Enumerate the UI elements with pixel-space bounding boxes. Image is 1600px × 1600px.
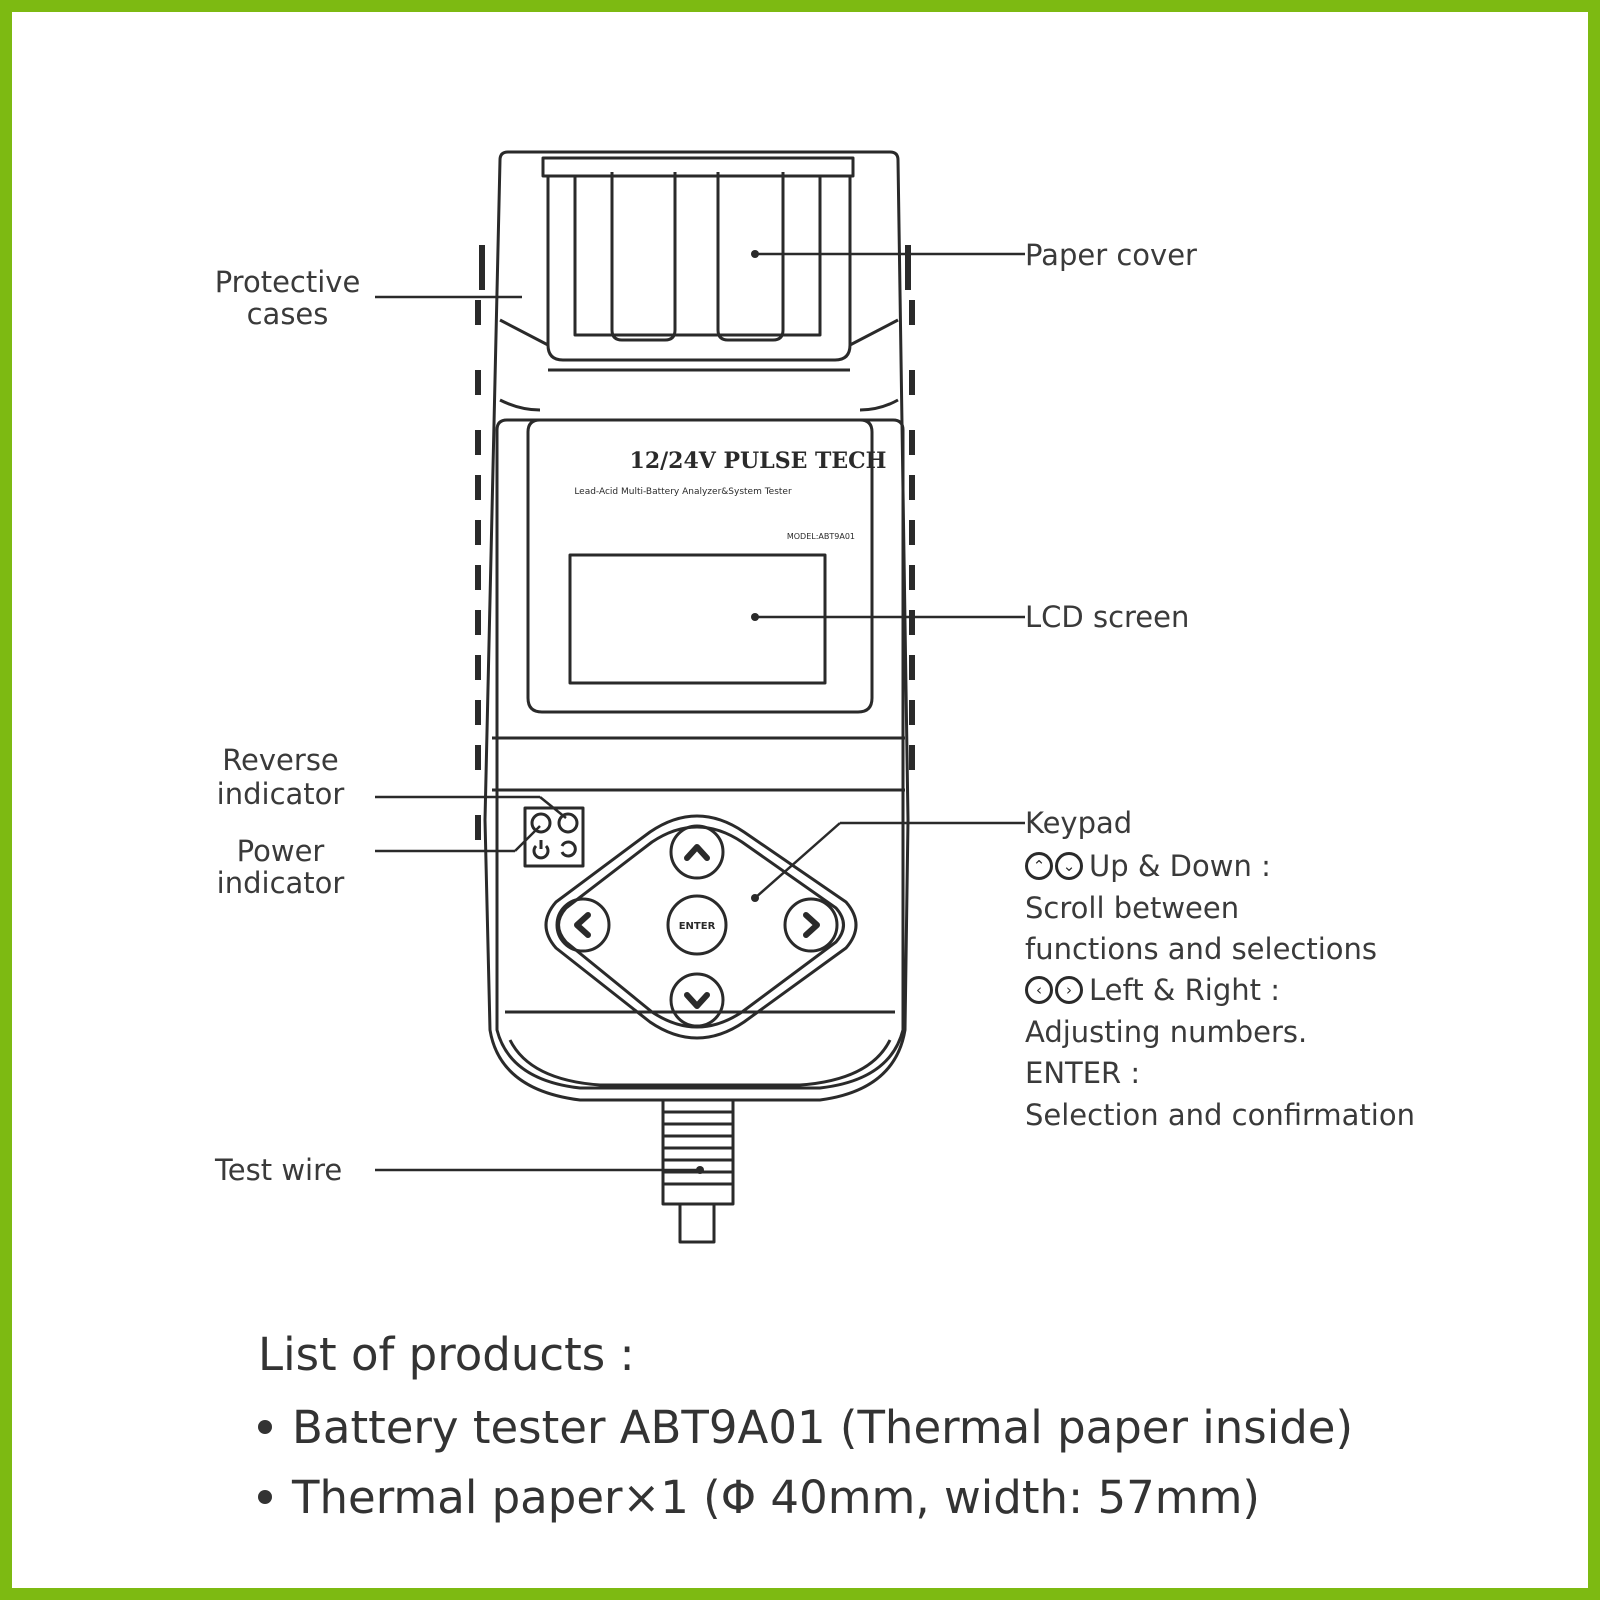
left-arrow-icon — [574, 912, 591, 938]
up-key — [669, 824, 725, 880]
paper-cover-label: Paper cover — [1025, 238, 1197, 272]
left-arrow-icon: ‹ — [1025, 976, 1053, 1004]
up-arrow-icon — [684, 844, 710, 861]
left-key — [555, 897, 611, 953]
reverse-indicator-label-line: indicator — [216, 777, 345, 811]
right-arrow-icon — [803, 912, 820, 938]
product-list-item: Thermal paper×1 (Φ 40mm, width: 57mm) — [258, 1463, 1353, 1533]
keypad-leftright-label: Left & Right : — [1089, 973, 1280, 1007]
down-key — [669, 972, 725, 1028]
keypad-updown-desc-1: Scroll between — [1025, 891, 1240, 925]
keypad-updown-row: ⌃ ⌄ Up & Down : — [1025, 849, 1271, 883]
keypad-updown-label: Up & Down : — [1089, 849, 1271, 883]
leader-lines — [375, 252, 1025, 1172]
keypad-leftright-desc: Adjusting numbers. — [1025, 1015, 1308, 1049]
right-key — [783, 897, 839, 953]
test-wire — [661, 1098, 735, 1244]
product-list-title: List of products : — [258, 1328, 635, 1381]
bullet-icon — [258, 1490, 272, 1504]
product-list: List of products : Battery tester ABT9A0… — [258, 1325, 1353, 1533]
keypad-updown-desc-2: functions and selections — [1025, 932, 1378, 966]
reverse-indicator-label-line: Reverse — [222, 743, 339, 777]
right-arrow-icon: › — [1055, 976, 1083, 1004]
device-outer-body — [483, 150, 910, 1102]
device-subtitle-text: Lead-Acid Multi-Battery Analyzer&System … — [574, 487, 792, 497]
power-indicator-light — [530, 812, 552, 834]
protective-case-ribs-left — [475, 245, 485, 840]
product-list-item: Battery tester ABT9A01 (Thermal paper in… — [258, 1393, 1353, 1463]
enter-key-text: ENTER — [679, 921, 716, 932]
keypad-enter-label: ENTER : — [1025, 1056, 1141, 1090]
bullet-icon — [258, 1420, 272, 1434]
reverse-indicator-label: Reverse indicator — [208, 743, 353, 811]
down-arrow-icon — [684, 992, 710, 1009]
device-model-text: MODEL:ABT9A01 — [787, 532, 855, 541]
reverse-indicator-light — [557, 812, 579, 834]
keypad-leftright-row: ‹ › Left & Right : — [1025, 973, 1280, 1007]
enter-key — [666, 894, 728, 956]
paper-cover — [499, 156, 899, 412]
power-indicator-label-line: indicator — [216, 866, 345, 900]
keypad-enter-desc: Selection and confirmation — [1025, 1098, 1415, 1132]
keypad-diamond — [544, 814, 858, 1040]
up-arrow-icon: ⌃ — [1025, 852, 1053, 880]
device-inner-body — [495, 418, 905, 1090]
down-arrow-icon: ⌄ — [1055, 852, 1083, 880]
protective-cases-label-line: Protective — [214, 265, 361, 299]
keypad-title: Keypad — [1025, 806, 1133, 840]
protective-case-ribs-right — [905, 245, 915, 770]
protective-cases-label-line: cases — [246, 297, 329, 331]
front-panel — [526, 418, 874, 714]
power-indicator-label: Power indicator — [208, 835, 353, 899]
product-item-text: Battery tester ABT9A01 (Thermal paper in… — [292, 1401, 1354, 1454]
protective-cases-label: Protective cases — [210, 265, 365, 331]
product-item-text: Thermal paper×1 (Φ 40mm, width: 57mm) — [292, 1471, 1260, 1524]
power-icon — [532, 840, 550, 860]
lcd-screen-label: LCD screen — [1025, 600, 1190, 634]
test-wire-label: Test wire — [215, 1153, 343, 1187]
lcd-screen — [568, 553, 827, 685]
device-brand-text: 12/24V PULSE TECH — [630, 448, 887, 474]
power-indicator-label-line: Power — [236, 834, 325, 868]
